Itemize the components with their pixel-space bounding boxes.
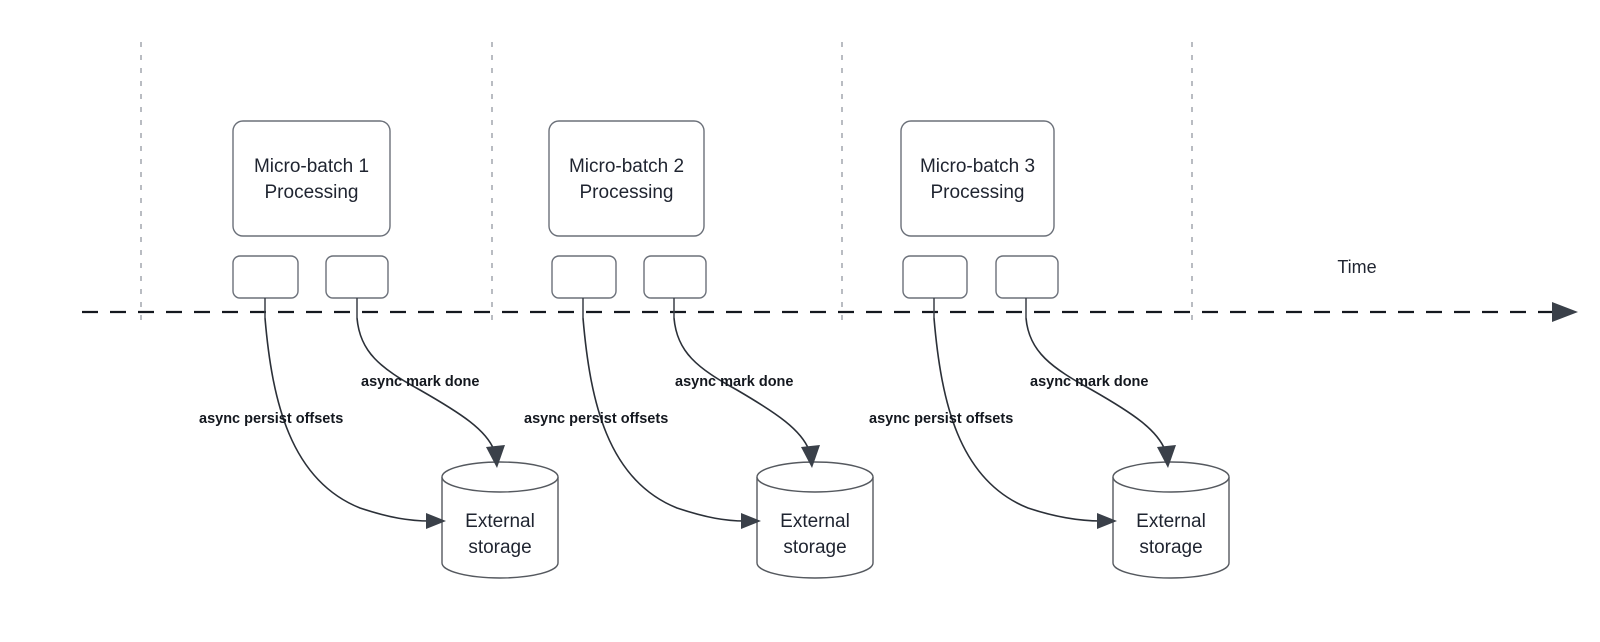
async-mark-done-arrowhead-2 — [801, 445, 820, 468]
external-storage-3-body — [1112, 477, 1230, 579]
async-mark-done-curve-1 — [356, 317, 495, 451]
external-storage-1[interactable]: External storage — [441, 461, 559, 579]
task-box-3a[interactable] — [902, 255, 968, 299]
micro-batch-2-box[interactable] — [548, 120, 705, 237]
async-mark-done-arrowhead-1 — [486, 445, 505, 468]
external-storage-1-label-line1: External — [465, 511, 535, 532]
micro-batch-3-box[interactable] — [900, 120, 1055, 237]
external-storage-2-label-line2: storage — [783, 537, 846, 558]
group-1: Micro-batch 1 Processing External storag… — [199, 120, 559, 579]
async-persist-offsets-arrowhead-1 — [426, 513, 446, 529]
async-persist-offsets-arrowhead-3 — [1097, 513, 1117, 529]
micro-batch-1-box[interactable] — [232, 120, 391, 237]
micro-batch-1-label-line1: Micro-batch 1 — [254, 156, 369, 177]
time-axis: Time — [82, 257, 1578, 322]
micro-batch-2-label-line1: Micro-batch 2 — [569, 156, 684, 177]
external-storage-2-body — [756, 477, 874, 579]
async-persist-offsets-label-3: async persist offsets — [869, 411, 1013, 427]
external-storage-2[interactable]: External storage — [756, 461, 874, 579]
async-mark-done-curve-2 — [673, 317, 810, 451]
async-persist-offsets-label-2: async persist offsets — [524, 411, 668, 427]
external-storage-2-label-line1: External — [780, 511, 850, 532]
group-2: Micro-batch 2 Processing External storag… — [524, 120, 874, 579]
task-box-2b[interactable] — [643, 255, 707, 299]
time-axis-arrowhead — [1552, 302, 1578, 322]
external-storage-1-top — [441, 461, 559, 493]
async-mark-done-label-1: async mark done — [361, 374, 479, 390]
external-storage-3-top — [1112, 461, 1230, 493]
task-box-1a[interactable] — [232, 255, 299, 299]
async-persist-offsets-arrowhead-2 — [741, 513, 761, 529]
async-persist-offsets-curve-3 — [933, 317, 1102, 522]
async-persist-offsets-label-1: async persist offsets — [199, 411, 343, 427]
task-box-1b[interactable] — [325, 255, 389, 299]
group-3: Micro-batch 3 Processing External storag… — [869, 120, 1230, 579]
async-mark-done-label-2: async mark done — [675, 374, 793, 390]
external-storage-3[interactable]: External storage — [1112, 461, 1230, 579]
time-axis-label: Time — [1337, 257, 1376, 277]
async-mark-done-arrowhead-3 — [1157, 445, 1176, 468]
micro-batch-3-label-line2: Processing — [931, 182, 1025, 203]
micro-batch-1-label-line2: Processing — [265, 182, 359, 203]
external-storage-3-label-line2: storage — [1139, 537, 1202, 558]
micro-batch-2-label-line2: Processing — [580, 182, 674, 203]
async-persist-offsets-curve-1 — [264, 317, 431, 522]
external-storage-1-body — [441, 477, 559, 579]
task-box-3b[interactable] — [995, 255, 1059, 299]
async-mark-done-label-3: async mark done — [1030, 374, 1148, 390]
async-persist-offsets-curve-2 — [582, 317, 746, 522]
micro-batch-3-label-line1: Micro-batch 3 — [920, 156, 1035, 177]
external-storage-2-top — [756, 461, 874, 493]
external-storage-3-label-line1: External — [1136, 511, 1206, 532]
external-storage-1-label-line2: storage — [468, 537, 531, 558]
task-box-2a[interactable] — [551, 255, 617, 299]
async-mark-done-curve-3 — [1025, 317, 1166, 451]
